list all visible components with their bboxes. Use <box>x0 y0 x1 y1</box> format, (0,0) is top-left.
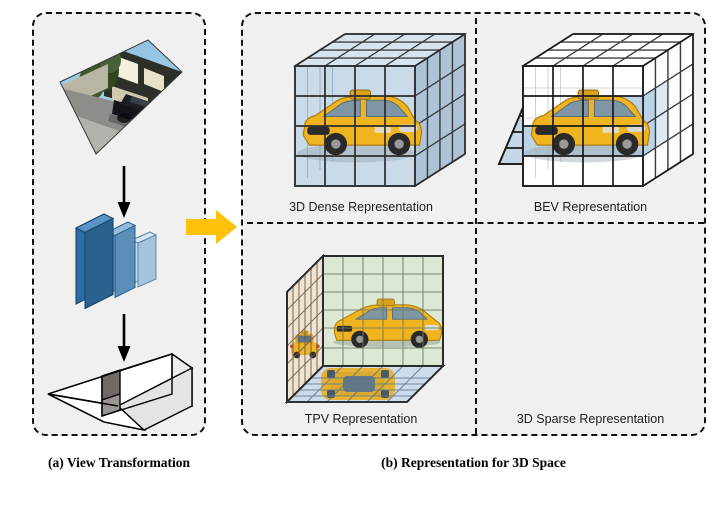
arrow-image-to-features <box>117 166 131 218</box>
label-dense-representation: 3D Dense Representation <box>289 200 433 214</box>
label-sparse-representation: 3D Sparse Representation <box>516 412 665 426</box>
sparse-car <box>525 89 651 163</box>
tpv-back-car <box>332 298 443 348</box>
dense-voxel-grid <box>292 32 468 188</box>
panel-b-horizontal-divider <box>247 222 704 224</box>
caption-panel-a: (a) View Transformation <box>48 455 190 470</box>
cnn-feature-maps <box>74 213 158 310</box>
input-street-image <box>59 39 183 155</box>
tpv-planes <box>284 253 446 405</box>
caption-panel-b: (b) Representation for 3D Space <box>381 455 566 470</box>
panel-representation-3d-space: 3D Dense Representation BEV Representati… <box>241 12 706 436</box>
panel-b-vertical-divider <box>475 18 477 434</box>
label-bev-representation: BEV Representation <box>533 200 648 214</box>
arrow-features-to-frustum <box>117 314 131 362</box>
sparse-voxel-grid <box>520 32 696 188</box>
label-tpv-representation: TPV Representation <box>304 412 418 426</box>
view-frustum <box>47 352 194 432</box>
panel-view-transformation <box>32 12 206 436</box>
transition-arrow <box>186 210 237 244</box>
